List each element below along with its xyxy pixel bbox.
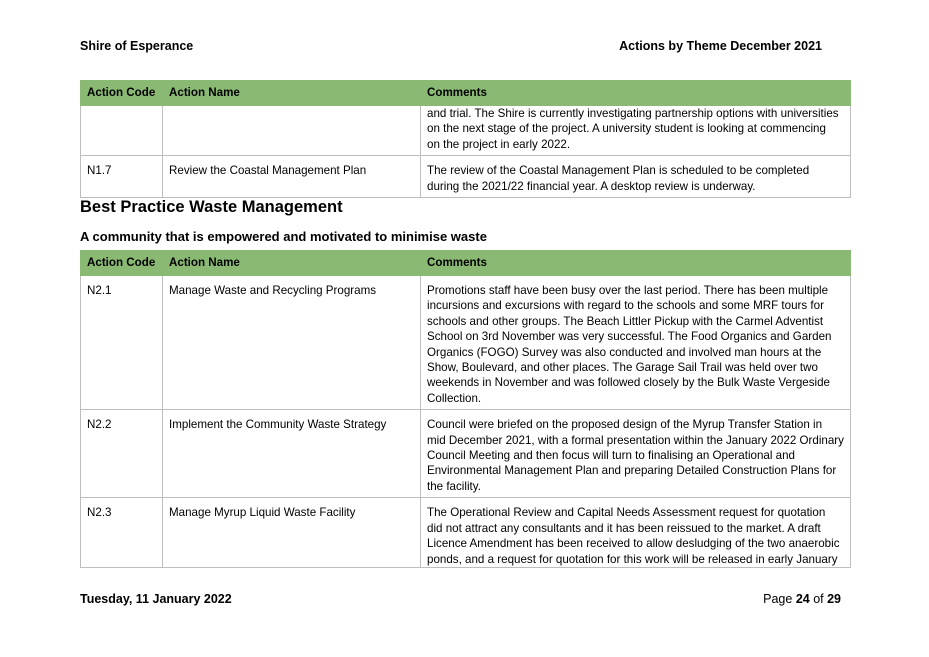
comment: and trial. The Shire is currently invest… (420, 104, 851, 157)
comment: The Operational Review and Capital Needs… (420, 497, 851, 568)
action-name: Implement the Community Waste Strategy (162, 409, 421, 499)
action-name: Manage Myrup Liquid Waste Facility (162, 497, 421, 568)
table-row: and trial. The Shire is currently invest… (80, 104, 851, 157)
report-title: Actions by Theme December 2021 (619, 39, 822, 53)
page-of: of (809, 592, 828, 606)
action-code (80, 104, 163, 157)
section-subtitle: A community that is empowered and motiva… (80, 229, 487, 244)
action-code: N2.3 (80, 497, 163, 568)
col-comments: Comments (420, 250, 851, 276)
action-code: N1.7 (80, 155, 163, 199)
col-action-name: Action Name (162, 250, 421, 276)
action-code: N2.1 (80, 274, 163, 411)
table-header: Action Code Action Name Comments (80, 250, 851, 276)
actions-table-1: Action Code Action Name Comments and tri… (80, 80, 851, 199)
table-row: N1.7 Review the Coastal Management Plan … (80, 155, 851, 199)
action-name: Review the Coastal Management Plan (162, 155, 421, 199)
footer-date: Tuesday, 11 January 2022 (80, 592, 232, 606)
col-action-name: Action Name (162, 80, 421, 106)
col-comments: Comments (420, 80, 851, 106)
total-pages: 29 (827, 592, 841, 606)
action-code: N2.2 (80, 409, 163, 499)
page-number: Page 24 of 29 (763, 592, 841, 606)
table-row: N2.1 Manage Waste and Recycling Programs… (80, 274, 851, 411)
page-prefix: Page (763, 592, 796, 606)
current-page: 24 (795, 592, 810, 606)
action-name (162, 104, 421, 157)
table-row: N2.2 Implement the Community Waste Strat… (80, 409, 851, 499)
action-name: Manage Waste and Recycling Programs (162, 274, 421, 411)
col-action-code: Action Code (80, 80, 163, 106)
col-action-code: Action Code (80, 250, 163, 276)
comment: Council were briefed on the proposed des… (420, 409, 851, 499)
actions-table-2: Action Code Action Name Comments N2.1 Ma… (80, 250, 851, 568)
org-name: Shire of Esperance (80, 39, 194, 53)
section-title: Best Practice Waste Management (80, 198, 343, 216)
comment: Promotions staff have been busy over the… (420, 274, 851, 411)
comment: The review of the Coastal Management Pla… (420, 155, 851, 199)
table-row: N2.3 Manage Myrup Liquid Waste Facility … (80, 497, 851, 568)
table-header: Action Code Action Name Comments (80, 80, 851, 106)
